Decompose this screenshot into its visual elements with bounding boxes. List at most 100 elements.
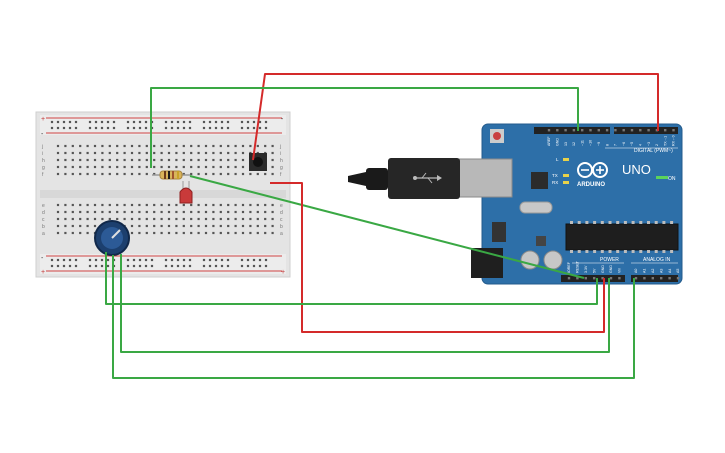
breadboard-hole[interactable] xyxy=(264,217,267,221)
breadboard-hole[interactable] xyxy=(176,126,180,130)
breadboard-hole[interactable] xyxy=(226,120,230,124)
breadboard-hole[interactable] xyxy=(175,165,178,169)
breadboard-hole[interactable] xyxy=(79,231,82,235)
digital-pin-socket[interactable] xyxy=(589,129,592,132)
breadboard-hole[interactable] xyxy=(86,217,89,221)
breadboard-hole[interactable] xyxy=(212,172,215,176)
breadboard-hole[interactable] xyxy=(86,203,89,207)
breadboard-hole[interactable] xyxy=(138,165,141,169)
breadboard-hole[interactable] xyxy=(94,120,98,124)
breadboard-hole[interactable] xyxy=(249,210,252,214)
breadboard-hole[interactable] xyxy=(197,231,200,235)
breadboard-hole[interactable] xyxy=(256,224,259,228)
breadboard-hole[interactable] xyxy=(108,203,111,207)
breadboard-hole[interactable] xyxy=(71,151,74,155)
breadboard-hole[interactable] xyxy=(64,217,67,221)
breadboard-hole[interactable] xyxy=(175,217,178,221)
breadboard-hole[interactable] xyxy=(79,210,82,214)
power-pin-socket[interactable] xyxy=(593,277,596,280)
digital-header-right[interactable] xyxy=(614,127,678,134)
breadboard-hole[interactable] xyxy=(271,158,274,162)
breadboard-hole[interactable] xyxy=(94,126,98,130)
digital-header-left[interactable] xyxy=(534,127,610,134)
breadboard-hole[interactable] xyxy=(212,203,215,207)
breadboard-hole[interactable] xyxy=(182,120,186,124)
breadboard-hole[interactable] xyxy=(164,264,168,268)
breadboard-hole[interactable] xyxy=(160,217,163,221)
breadboard-hole[interactable] xyxy=(116,172,119,176)
breadboard-hole[interactable] xyxy=(212,210,215,214)
breadboard-hole[interactable] xyxy=(182,264,186,268)
breadboard-hole[interactable] xyxy=(249,217,252,221)
breadboard-hole[interactable] xyxy=(188,126,192,130)
breadboard-hole[interactable] xyxy=(204,224,208,228)
breadboard-hole[interactable] xyxy=(123,172,126,176)
breadboard-hole[interactable] xyxy=(68,120,72,124)
breadboard-hole[interactable] xyxy=(56,258,60,262)
breadboard-hole[interactable] xyxy=(64,151,67,155)
breadboard-hole[interactable] xyxy=(227,172,230,176)
breadboard-hole[interactable] xyxy=(100,264,104,268)
wire-green-a0-to-pot[interactable] xyxy=(112,255,635,379)
breadboard-hole[interactable] xyxy=(204,165,208,169)
breadboard-hole[interactable] xyxy=(264,172,267,176)
breadboard-hole[interactable] xyxy=(212,151,215,155)
breadboard-hole[interactable] xyxy=(197,151,200,155)
breadboard-hole[interactable] xyxy=(88,258,92,262)
breadboard-hole[interactable] xyxy=(116,158,119,162)
digital-pin-socket[interactable] xyxy=(581,129,584,132)
red-led[interactable] xyxy=(179,181,193,204)
breadboard-hole[interactable] xyxy=(219,165,222,169)
breadboard-hole[interactable] xyxy=(204,217,208,221)
power-pin-socket[interactable] xyxy=(618,277,621,280)
breadboard-hole[interactable] xyxy=(123,210,126,214)
digital-pin-socket[interactable] xyxy=(630,129,634,132)
breadboard-hole[interactable] xyxy=(176,120,180,124)
breadboard-hole[interactable] xyxy=(56,120,60,124)
breadboard-hole[interactable] xyxy=(144,258,148,262)
breadboard-hole[interactable] xyxy=(246,126,250,130)
breadboard-hole[interactable] xyxy=(164,258,168,262)
breadboard-hole[interactable] xyxy=(175,144,178,148)
breadboard-hole[interactable] xyxy=(101,172,104,176)
breadboard-hole[interactable] xyxy=(182,224,185,228)
breadboard-hole[interactable] xyxy=(145,231,148,235)
breadboard-hole[interactable] xyxy=(123,165,126,169)
breadboard-hole[interactable] xyxy=(190,224,193,228)
breadboard-hole[interactable] xyxy=(145,217,148,221)
breadboard-hole[interactable] xyxy=(234,224,237,228)
breadboard-hole[interactable] xyxy=(249,172,252,176)
breadboard-hole[interactable] xyxy=(71,224,74,228)
breadboard-hole[interactable] xyxy=(164,120,168,124)
digital-pin-socket[interactable] xyxy=(647,129,650,132)
breadboard-hole[interactable] xyxy=(68,264,72,268)
breadboard-hole[interactable] xyxy=(182,165,185,169)
breadboard-hole[interactable] xyxy=(64,203,67,207)
breadboard-hole[interactable] xyxy=(56,144,60,148)
breadboard-hole[interactable] xyxy=(264,258,268,262)
breadboard-hole[interactable] xyxy=(234,151,237,155)
breadboard-hole[interactable] xyxy=(204,203,208,207)
breadboard-hole[interactable] xyxy=(108,217,111,221)
breadboard-hole[interactable] xyxy=(204,144,208,148)
breadboard-hole[interactable] xyxy=(106,258,110,262)
breadboard-hole[interactable] xyxy=(197,217,200,221)
breadboard-hole[interactable] xyxy=(101,144,104,148)
breadboard-hole[interactable] xyxy=(138,258,142,262)
breadboard-hole[interactable] xyxy=(138,210,141,214)
breadboard-hole[interactable] xyxy=(208,126,212,130)
breadboard-hole[interactable] xyxy=(246,120,250,124)
breadboard-hole[interactable] xyxy=(234,172,237,176)
analog-header[interactable] xyxy=(631,275,678,282)
breadboard-hole[interactable] xyxy=(167,158,171,162)
breadboard-hole[interactable] xyxy=(246,264,250,268)
breadboard-hole[interactable] xyxy=(249,224,252,228)
breadboard-hole[interactable] xyxy=(271,217,274,221)
breadboard-hole[interactable] xyxy=(71,172,74,176)
breadboard-hole[interactable] xyxy=(234,203,237,207)
power-pin-socket[interactable] xyxy=(576,277,579,280)
breadboard-hole[interactable] xyxy=(93,224,97,228)
breadboard-hole[interactable] xyxy=(100,120,104,124)
